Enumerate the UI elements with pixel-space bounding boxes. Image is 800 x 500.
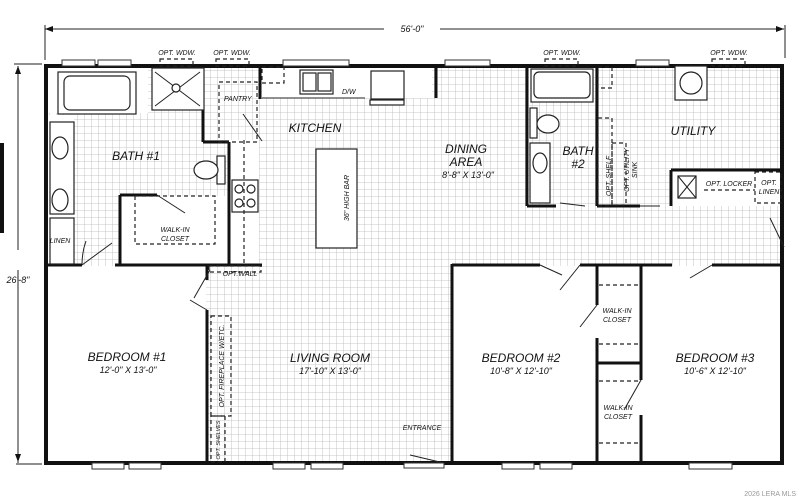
opt-utility-sink-label: SINK (632, 162, 639, 179)
opt-fireplace-label: OPT. FIREPLACE W/ETC. (219, 324, 226, 407)
island-label: 36" HIGH BAR (344, 175, 351, 221)
windows-top: OPT. WDW. OPT. WDW. OPT. WDW. OPT. WDW. (61, 50, 748, 67)
tiled-floor-living (206, 266, 452, 464)
dining-size: 8'-8" X 13'-0" (442, 170, 495, 180)
living-room-label: LIVING ROOM (290, 351, 370, 365)
opt-shelves (210, 415, 226, 463)
opt-window-label: OPT. WDW. (543, 50, 581, 57)
interior-walls (48, 66, 782, 463)
bedroom3-size: 10'-6" X 12'-10" (684, 366, 747, 376)
living-room-size: 17'-10" X 13'-0" (299, 366, 362, 376)
opt-locker-label: OPT. LOCKER (706, 181, 752, 188)
opt-shelves-label: OPT. SHELVES (216, 420, 222, 459)
dishwasher-label: D/W (342, 89, 357, 96)
overall-width-label: 56'-0" (401, 24, 425, 34)
entrance-label: ENTRANCE (403, 425, 442, 432)
opt-utility-sink-label: OPT. UTILITY (624, 147, 631, 192)
closet3-label: CLOSET (604, 414, 633, 421)
bedroom2-label: BEDROOM #2 (482, 351, 561, 365)
pantry-label: PANTRY (224, 96, 253, 103)
linen-label: LINEN (50, 238, 72, 245)
bath1-closet-label: WALK-IN (160, 227, 190, 234)
utility-label: UTILITY (671, 124, 717, 138)
windows-bottom (91, 462, 733, 470)
closet3-label: WALK-IN (603, 405, 633, 412)
closet2-label: CLOSET (603, 317, 632, 324)
bedroom1-label: BEDROOM #1 (88, 350, 167, 364)
bedroom1-size: 12'-0" X 13'-0" (100, 365, 158, 375)
bath1-closet-label: CLOSET (161, 236, 190, 243)
kitchen-fixtures (218, 66, 405, 265)
watermark: 2026 LERA MLS (744, 491, 796, 498)
kitchen-island (315, 148, 358, 249)
closet2-label: WALK-IN (602, 308, 632, 315)
bath1-fixtures (49, 67, 226, 265)
bath2-fixtures (529, 68, 594, 204)
opt-shelf-label: OPT. SHELF (606, 155, 613, 196)
kitchen-label: KITCHEN (289, 121, 342, 135)
opt-linen-label: LINEN (759, 189, 781, 196)
opt-linen-label: OPT. (761, 180, 777, 187)
utility-fixtures (597, 65, 782, 207)
bath2-label: BATH (562, 144, 593, 158)
dining-label: AREA (449, 155, 483, 169)
bath1-closet-floor (121, 196, 229, 264)
bedroom2-size: 10'-8" X 12'-10" (490, 366, 553, 376)
opt-wall (208, 265, 262, 273)
overall-depth-label: 26'-8" (6, 275, 31, 285)
width-dimension: 56'-0" (44, 24, 786, 60)
bath2-label: #2 (571, 157, 585, 171)
doors (81, 113, 785, 469)
opt-window-label: OPT. WDW. (158, 50, 196, 57)
opt-window-label: OPT. WDW. (213, 50, 251, 57)
dining-label: DINING (445, 142, 487, 156)
bedroom3-label: BEDROOM #3 (676, 351, 755, 365)
depth-dimension: 26'-8" (0, 63, 42, 465)
opt-window-label: OPT. WDW. (710, 50, 748, 57)
bedroom1-floor (48, 266, 206, 463)
bath1-label: BATH #1 (112, 149, 160, 163)
opt-wall-label: OPT.WALL (223, 271, 258, 278)
